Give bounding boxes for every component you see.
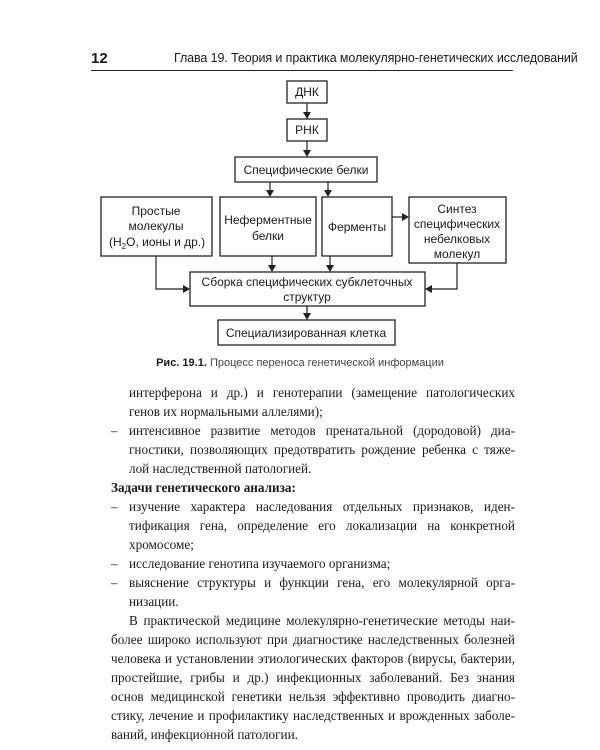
synthesis-line3: небелковых bbox=[424, 232, 490, 246]
specific-proteins-label: Специфические белки bbox=[244, 163, 369, 177]
para1-line1: интерферона и др.) и генотерапии (замеще… bbox=[129, 385, 515, 400]
arrowhead-simple-assembly bbox=[183, 285, 190, 293]
arrowhead-synthesis-assembly bbox=[425, 285, 432, 293]
simple-molecules-box bbox=[100, 196, 213, 257]
arrow-synthesis-assembly bbox=[431, 263, 458, 290]
para1-line2: генов их нормальными аллелями); bbox=[129, 404, 323, 419]
arrowhead-assembly-cell bbox=[303, 313, 311, 320]
task1-dash: – bbox=[111, 499, 118, 514]
chem-subscript: 2 bbox=[122, 242, 127, 251]
task2-dash: – bbox=[111, 556, 118, 571]
chapter-title: Глава 19. Теория и практика молекулярно-… bbox=[174, 51, 578, 65]
dna-label: ДНК bbox=[295, 85, 319, 99]
non-enzyme-proteins-box bbox=[219, 196, 317, 257]
task3-dash: – bbox=[111, 575, 118, 590]
synthesis-line4: молекул bbox=[434, 247, 480, 261]
final-para-line3: человека и установлении этиологических ф… bbox=[111, 651, 515, 666]
task1-line3: хромосоме; bbox=[129, 537, 194, 552]
chem-prefix: (H bbox=[109, 235, 122, 249]
enzymes-label: Ферменты bbox=[328, 220, 386, 234]
final-para-line6: стику, лечение и профилактику наследстве… bbox=[111, 708, 515, 723]
arrowhead-proteins-enzymes bbox=[324, 190, 332, 197]
specialized-cell-label: Специализированная клетка bbox=[226, 326, 387, 340]
final-para-line5: основ медицинской генетики нельзя эффект… bbox=[111, 689, 515, 704]
task1-line2: тификация гена, определение его локализа… bbox=[129, 518, 515, 533]
page-number: 12 bbox=[91, 50, 108, 67]
non-enzyme-line2: белки bbox=[252, 229, 284, 243]
simple-molecules-chem: (H2O, ионы и др.) bbox=[109, 235, 205, 251]
synthesis-line2: специфических bbox=[414, 217, 500, 231]
tasks-heading: Задачи генетического анализа: bbox=[111, 480, 296, 495]
enzymes-box bbox=[321, 196, 393, 257]
synthesis-box bbox=[408, 196, 507, 264]
bullet2-dash: – bbox=[111, 423, 118, 438]
figure-caption: Рис. 19.1. Процесс переноса генетической… bbox=[0, 357, 600, 369]
task3-line1: выяснение структуры и функции гена, его … bbox=[129, 575, 515, 590]
task2-line1: исследование генотипа изучаемого организ… bbox=[129, 556, 391, 571]
assembly-line1: Сборка специфических субклеточных bbox=[202, 275, 413, 289]
task3-line2: низации. bbox=[129, 594, 179, 609]
assembly-box bbox=[189, 271, 426, 307]
synthesis-line1: Синтез bbox=[437, 202, 477, 216]
non-enzyme-line1: Неферментные bbox=[224, 213, 312, 227]
genetic-information-diagram: ДНК РНК Специфические белки Простые моле… bbox=[100, 80, 507, 346]
arrowhead-enzymes-synthesis bbox=[402, 213, 409, 221]
arrowhead-enzymes-assembly bbox=[326, 265, 334, 272]
arrow-simple-assembly bbox=[155, 256, 184, 290]
final-para-line7: ваний, инфекционной патологии. bbox=[111, 727, 298, 742]
chem-suffix: O, ионы и др.) bbox=[126, 235, 205, 249]
final-para-line1: В практической медицине молекулярно-гене… bbox=[129, 613, 515, 628]
final-para-line4: простейшие, грибы и др.) инфекционных за… bbox=[111, 670, 515, 685]
simple-molecules-line1: Простые bbox=[132, 204, 181, 218]
bullet2-line1: интенсивное развитие методов пренатально… bbox=[129, 423, 515, 438]
simple-molecules-line2: молекулы bbox=[128, 219, 183, 233]
arrowhead-nonenzyme-assembly bbox=[268, 265, 276, 272]
specific-proteins-box bbox=[234, 156, 378, 183]
arrowhead-dna-rna bbox=[303, 112, 311, 119]
header-rule bbox=[91, 70, 513, 71]
bullet2-line2: гностики, позволяющих предотвратить рожд… bbox=[129, 442, 515, 457]
arrowhead-proteins-nonenzyme bbox=[266, 190, 274, 197]
assembly-line2: структур bbox=[283, 290, 331, 304]
arrowhead-rna-proteins bbox=[303, 150, 311, 157]
specialized-cell-box bbox=[217, 319, 396, 346]
rna-label: РНК bbox=[295, 123, 319, 137]
task1-line1: изучение характера наследования отдельны… bbox=[129, 499, 515, 514]
final-para-line2: более широко используют при диагностике … bbox=[111, 632, 515, 647]
bullet2-line3: лой наследственной патологией. bbox=[129, 461, 312, 476]
caption-text: Процесс переноса генетической информации bbox=[209, 357, 444, 369]
caption-label: Рис. 19.1. bbox=[156, 357, 207, 369]
